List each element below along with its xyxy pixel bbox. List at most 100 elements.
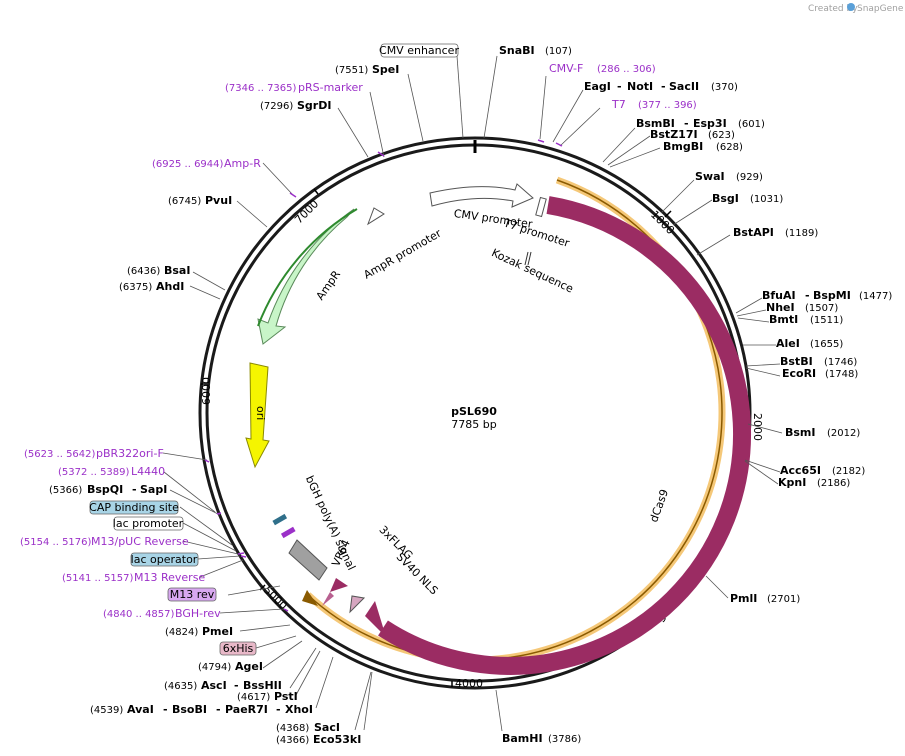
svg-text:-: - — [805, 289, 810, 302]
plasmid-name: pSL690 — [451, 405, 497, 418]
svg-text:lac promoter: lac promoter — [113, 517, 184, 530]
site-alei: AleI — [776, 337, 800, 350]
primer-l4440: L4440 — [131, 465, 165, 478]
ori-arrow — [245, 362, 270, 469]
orange-feature-arrowhead — [302, 590, 318, 606]
primer-m13-reverse: M13 Reverse — [134, 571, 205, 584]
vp64-arrow — [330, 578, 348, 592]
site-eco53ki: Eco53kI — [313, 733, 361, 746]
site-pmli: PmlI — [730, 592, 757, 605]
svg-text:(5366): (5366) — [49, 485, 82, 496]
site-bfuai: BfuAI — [762, 289, 796, 302]
primer-m13-puc-reverse: M13/pUC Reverse — [91, 535, 189, 548]
svg-text:-: - — [132, 483, 137, 496]
site-avai: AvaI — [127, 703, 154, 716]
svg-text:-: - — [661, 80, 666, 93]
svg-text:(1189): (1189) — [785, 228, 818, 239]
cmv-enhancer-box[interactable]: CMV enhancer — [379, 43, 459, 58]
site-ahdi: AhdI — [156, 280, 184, 293]
svg-text:(601): (601) — [738, 119, 765, 130]
svg-text:(107): (107) — [545, 46, 572, 57]
svg-text:lac operator: lac operator — [131, 553, 198, 566]
site-spei: SpeI — [372, 63, 399, 76]
svg-text:SapI: SapI — [140, 483, 167, 496]
ampr-arrow — [257, 208, 355, 345]
svg-text:BsoBI: BsoBI — [172, 703, 207, 716]
svg-text:NotI: NotI — [627, 80, 653, 93]
primer-marks — [204, 139, 563, 612]
bgh-arrow — [288, 539, 328, 581]
plasmid-length: 7785 bp — [451, 418, 496, 431]
svg-text:BspMI: BspMI — [813, 289, 851, 302]
svg-text:(1511): (1511) — [810, 315, 843, 326]
svg-text:(5623 .. 5642): (5623 .. 5642) — [24, 449, 96, 460]
watermark-brand: SnapGene — [857, 4, 904, 14]
svg-text:-: - — [684, 117, 689, 130]
site-acc65i: Acc65I — [780, 464, 821, 477]
site-kpni: KpnI — [778, 476, 806, 489]
svg-text:(5154 .. 5176): (5154 .. 5176) — [20, 537, 92, 548]
site-pvui: PvuI — [205, 194, 232, 207]
svg-text:(1748): (1748) — [825, 369, 858, 380]
site-nhei: NheI — [766, 301, 795, 314]
tick-4000: 4000 — [451, 677, 483, 690]
svg-text:(4539): (4539) — [90, 705, 123, 716]
site-ecori: EcoRI — [782, 367, 816, 380]
svg-text:(929): (929) — [736, 172, 763, 183]
tick-5000: 5000 — [259, 584, 290, 613]
t7-promoter-label: T7 promoter — [501, 216, 571, 250]
6xhis-box[interactable]: 6xHis — [219, 641, 257, 656]
svg-text:M13 rev: M13 rev — [170, 588, 215, 601]
svg-text:(7296): (7296) — [260, 101, 293, 112]
primer-pbr322ori-f: pBR322ori-F — [96, 447, 164, 460]
svg-text:(2701): (2701) — [767, 594, 800, 605]
svg-text:CMV enhancer: CMV enhancer — [379, 44, 459, 57]
primer-cmv-f: CMV-F — [549, 62, 583, 75]
svg-text:(4617): (4617) — [237, 692, 270, 703]
site-pmei: PmeI — [202, 625, 233, 638]
svg-text:(7346 .. 7365): (7346 .. 7365) — [225, 83, 297, 94]
site-sgrdi: SgrDI — [297, 99, 331, 112]
kozak-mark-2 — [527, 251, 532, 266]
svg-text:-: - — [276, 703, 281, 716]
svg-text:(4368): (4368) — [276, 723, 309, 734]
svg-text:(1507): (1507) — [805, 303, 838, 314]
svg-text:(377 .. 396): (377 .. 396) — [638, 100, 697, 111]
svg-text:(370): (370) — [711, 82, 738, 93]
site-bsai: BsaI — [164, 264, 190, 277]
lac-operator-box[interactable]: lac operator — [130, 552, 199, 567]
lac-promoter-box[interactable]: lac promoter — [113, 516, 184, 531]
kozak-label: Kozak sequence — [489, 246, 575, 295]
svg-text:-: - — [617, 80, 622, 93]
site-bsmbi: BsmBI — [636, 117, 675, 130]
svg-text:6xHis: 6xHis — [223, 642, 254, 655]
svg-text:(1031): (1031) — [750, 194, 783, 205]
svg-text:(3786): (3786) — [548, 734, 581, 745]
svg-text:(623): (623) — [708, 130, 735, 141]
cap-binding-site-box[interactable]: CAP binding site — [89, 500, 179, 515]
svg-text:(6436): (6436) — [127, 266, 160, 277]
site-bstz17i: BstZ17I — [650, 128, 698, 141]
svg-text:-: - — [216, 703, 221, 716]
lac-mark — [280, 526, 296, 539]
svg-text:(7551): (7551) — [335, 65, 368, 76]
ampr-promoter-arrow — [367, 207, 385, 226]
primer-t7: T7 — [611, 98, 626, 111]
primer-amp-r: Amp-R — [224, 157, 261, 170]
site-bspqi: BspQI — [87, 483, 123, 496]
ori-label: ori — [254, 406, 267, 420]
svg-text:(2182): (2182) — [832, 466, 865, 477]
m13-rev-box[interactable]: M13 rev — [167, 587, 217, 602]
svg-text:(5372 .. 5389): (5372 .. 5389) — [58, 467, 130, 478]
site-bstbi: BstBI — [780, 355, 813, 368]
svg-text:4000: 4000 — [455, 677, 483, 690]
primer-prs-marker: pRS-marker — [298, 81, 363, 94]
svg-text:(4635): (4635) — [164, 681, 197, 692]
bgh-rev-mark — [322, 592, 334, 606]
svg-text:5000: 5000 — [261, 584, 290, 613]
restriction-sites: SnaBI (107) EagI - NotI - SacII (370) Bs… — [49, 44, 892, 746]
ampr-promoter-label: AmpR promoter — [361, 226, 444, 281]
svg-text:(6925 .. 6944): (6925 .. 6944) — [152, 159, 224, 170]
svg-text:-: - — [163, 703, 168, 716]
